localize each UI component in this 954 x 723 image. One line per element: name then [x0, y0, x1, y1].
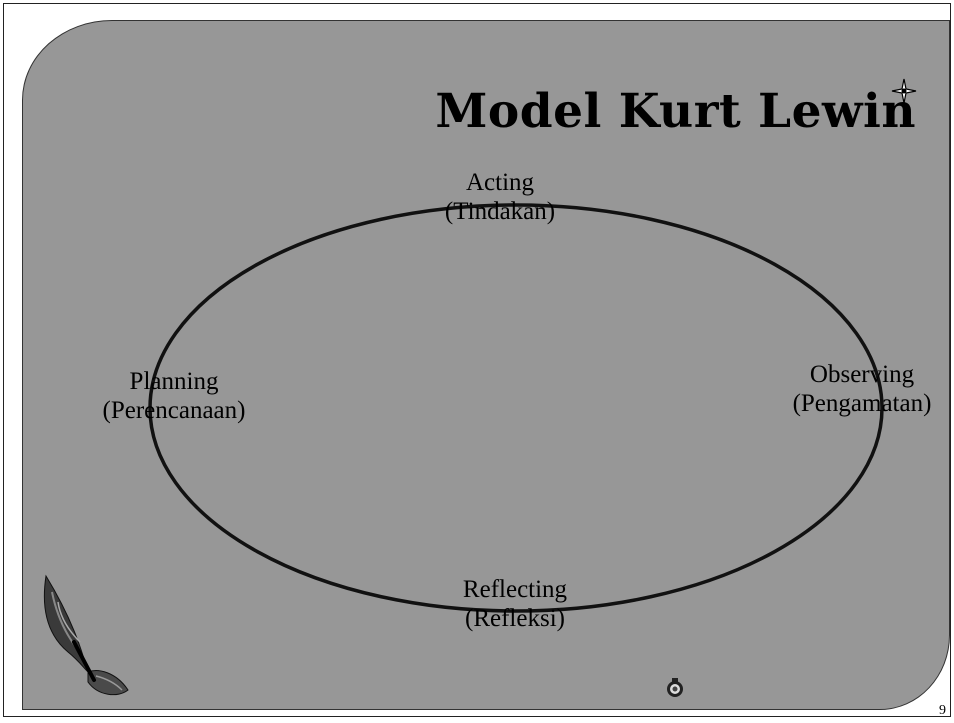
stage-reflecting-translation: (Refleksi)	[465, 605, 565, 632]
sparkle-icon	[891, 78, 917, 104]
stage-observing-translation: (Pengamatan)	[792, 390, 932, 417]
stage-reflecting-label: Reflecting	[462, 576, 568, 603]
stage-acting: Acting (Tindakan)	[445, 168, 555, 226]
stage-acting-label: Acting	[465, 169, 535, 196]
page-number: 9	[939, 703, 946, 718]
slide-panel	[22, 20, 950, 710]
stage-reflecting: Reflecting (Refleksi)	[463, 575, 567, 633]
stage-observing: Observing (Pengamatan)	[793, 360, 932, 418]
slide-title: Model Kurt Lewin	[435, 84, 916, 139]
stage-observing-label: Observing	[809, 361, 915, 388]
stage-planning-label: Planning	[129, 368, 219, 395]
orb-icon	[667, 678, 683, 697]
stage-planning-translation: (Perencanaan)	[102, 397, 246, 424]
butterfly-icon	[43, 574, 129, 696]
stage-acting-translation: (Tindakan)	[444, 198, 556, 225]
stage-planning: Planning (Perencanaan)	[103, 367, 246, 425]
